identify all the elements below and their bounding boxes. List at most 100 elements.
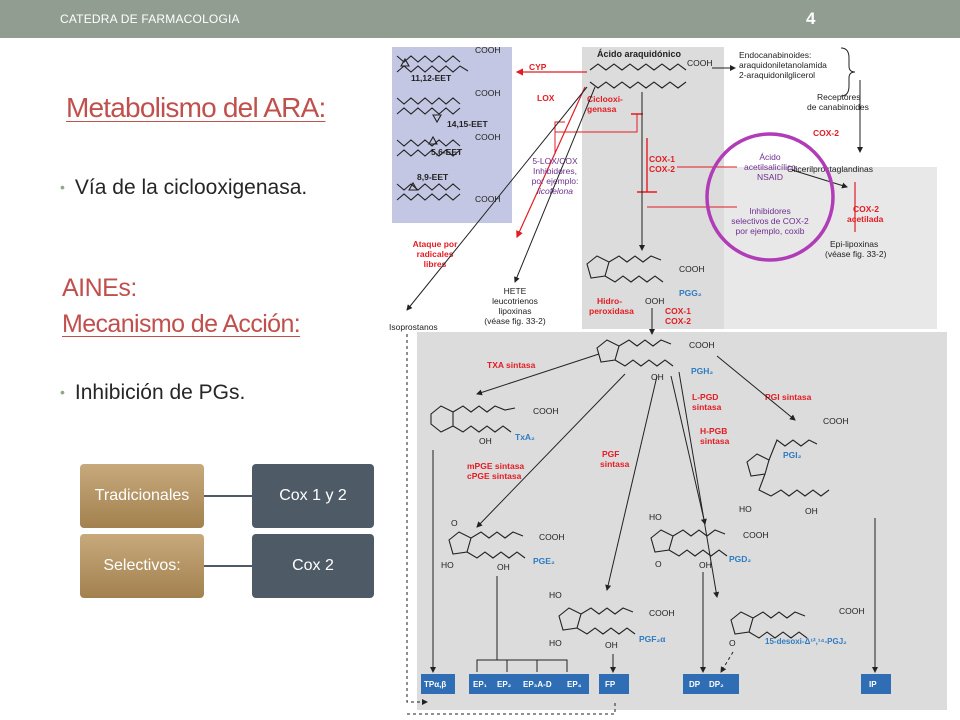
bullet-inhibition: •Inhibición de PGs. [60, 381, 245, 405]
txa2-oh: OH [479, 436, 492, 446]
pgg2-cooh: COOH [679, 264, 705, 274]
bullet-dot: • [60, 179, 65, 195]
prostanoid-panel [417, 332, 947, 710]
hpgb-synthase-label: sintasa [700, 436, 730, 446]
aspirin-arrow [791, 169, 848, 189]
title-aines: AINEs: [62, 274, 137, 302]
receptor-dp2: DP₂ [709, 680, 724, 689]
receptors-text: Receptores [817, 92, 860, 102]
eet-cooh: COOH [475, 132, 501, 142]
eet-label: 14,15-EET [447, 119, 488, 129]
pgh2-label: PGH₂ [691, 366, 713, 376]
eet-label: 5,6-EET [431, 147, 463, 157]
pgh2-molecule [596, 339, 674, 367]
cox-inhibition-bar [637, 138, 657, 193]
receptor-fp: FP [605, 680, 616, 689]
pgf2a-ho: HO [549, 590, 562, 600]
pgi2-label: PGI₂ [783, 450, 802, 460]
pgj2-molecule [730, 611, 808, 639]
receptor-dp-box [683, 674, 739, 694]
pgh2-oh: OH [651, 372, 664, 382]
header-bar: CATEDRA DE FARMACOLOGIA 4 [0, 0, 960, 38]
mpge-synthase-label: cPGE sintasa [467, 471, 522, 481]
arachidonic-panel [582, 47, 724, 329]
pgi-arrow [716, 355, 796, 421]
cox12-label: COX-2 [665, 316, 691, 326]
pgi2-ho: HO [739, 504, 752, 514]
cox2-label: COX-2 [813, 128, 839, 138]
pgf2a-label: PGF₂α [639, 634, 666, 644]
pgf-synthase-label: sintasa [600, 459, 630, 469]
pgi2-cooh: COOH [823, 416, 849, 426]
aspirin-panel [724, 167, 937, 329]
aspirin-text: acetilsalicílico [744, 162, 796, 172]
pgd2-cooh: COOH [743, 530, 769, 540]
pgj2-label: 15-desoxi-Δ¹²,¹⁴-PGJ₂ [765, 637, 847, 646]
pgf2a-cooh: COOH [649, 608, 675, 618]
title-metabolism: Metabolismo del ARA: [66, 92, 326, 123]
pgd2-molecule [650, 529, 728, 557]
endo-brace [840, 47, 856, 97]
bullet-text: Vía de la ciclooxigenasa. [74, 176, 308, 199]
cyp-label: CYP [529, 62, 547, 72]
pge2-oh: OH [497, 562, 510, 572]
glyceryl-pg-label: Glicerilprostaglandinas [787, 164, 873, 174]
cox12-label: COX-2 [649, 164, 675, 174]
lpgd-synthase-label: L-PGD [692, 392, 718, 402]
cox2-acetylated-label: COX-2 [853, 204, 879, 214]
bullet-text: Inhibición de PGs. [74, 381, 246, 404]
receptor-tp: TPα,β [424, 680, 446, 689]
receptor-ip: IP [869, 680, 877, 689]
pge2-arrow [476, 373, 626, 528]
aspirin-text: Ácido [759, 152, 781, 162]
pgf2a-ho: HO [549, 638, 562, 648]
aa-cooh: COOH [687, 58, 713, 68]
hete-text: HETE [504, 286, 527, 296]
receptor-ep-box [469, 674, 589, 694]
pgf2a-oh: OH [605, 640, 618, 650]
lox-label: LOX [537, 93, 555, 103]
lox-inhibitor-text: Inhibidores, [533, 166, 577, 176]
isoprostanes-label: Isoprostanos [389, 322, 438, 332]
endocannabinoid-text: Endocanabinoides: [739, 50, 811, 60]
isoprostane-dashed-path [406, 334, 428, 705]
epi-lipoxin-text: Epi-lipoxinas [830, 239, 878, 249]
pgd2-oh: OH [699, 560, 712, 570]
hydroperoxidase-label: Hidro- [597, 296, 622, 306]
free-radical-text: radicales [417, 249, 454, 259]
selective-inhibitor-text: Inhibidores [749, 206, 791, 216]
receptor-ep1: EP₁ [473, 680, 488, 689]
pge2-ho: HO [441, 560, 454, 570]
bullet-cyclooxygenase: • Vía de la ciclooxigenasa. [60, 176, 307, 200]
cyclooxygenase-label: Ciclooxi- [587, 94, 623, 104]
selective-inhibitor-text: por ejemplo, coxib [736, 226, 805, 236]
pgd2-ho: HO [649, 512, 662, 522]
pgj2-arrow [678, 371, 720, 598]
pge2-cooh: COOH [539, 532, 565, 542]
txa-synthase-label: TXA sintasa [487, 360, 536, 370]
eet-cooh: COOH [475, 194, 501, 204]
smartart-connector [204, 565, 252, 567]
receptor-tp-box [421, 674, 455, 694]
smartart-cox2: Cox 2 [252, 534, 374, 598]
title-mechanism: Mecanismo de Acción: [62, 310, 301, 338]
hete-text: leucotrienos [492, 296, 538, 306]
receptor-dp: DP [689, 680, 701, 689]
mpge-synthase-label: mPGE sintasa [467, 461, 524, 471]
pgg2-ooh: OOH [645, 296, 664, 306]
pgd2-arrow [670, 375, 707, 525]
receptor-fp-box [599, 674, 629, 694]
dp2-dashed-arrow [720, 651, 734, 673]
txa-arrow [476, 353, 600, 396]
pgf-arrow [605, 375, 658, 591]
aspirin-text: NSAID [757, 172, 783, 182]
smartart-connector [204, 495, 252, 497]
aa-molecule [589, 63, 687, 89]
pgi2-molecule [746, 439, 830, 497]
selective-inhibitor-text: selectivos de COX-2 [731, 216, 809, 226]
lox-inhibitor-text: por ejemplo: [532, 176, 579, 186]
isoprostane-dashed-path [407, 702, 616, 715]
cox2-acetylated-label: acetilada [847, 214, 884, 224]
receptors-text: de canabinoides [807, 102, 869, 112]
pgj2-o: O [729, 638, 736, 648]
